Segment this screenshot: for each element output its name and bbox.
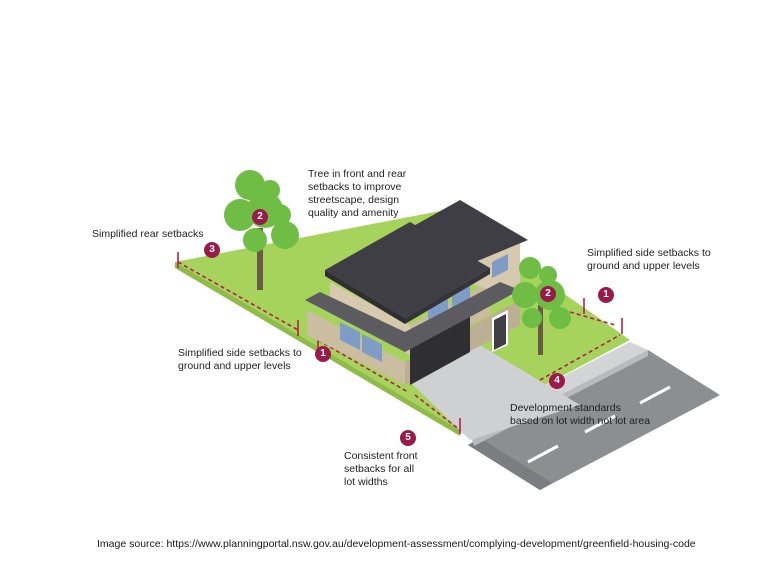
callout-tree: Tree in front and rear setbacks to impro… — [308, 168, 407, 219]
badge-side-setbacks-left: 1 — [315, 346, 331, 362]
driveway — [410, 345, 580, 440]
road — [468, 350, 720, 490]
image-source-caption: Image source: https://www.planningportal… — [97, 538, 696, 550]
callout-front-setbacks: Consistent front setbacks for all lot wi… — [344, 450, 418, 488]
badge-rear-setbacks: 3 — [204, 242, 220, 258]
badge-development-standards: 4 — [549, 373, 565, 389]
callout-side-setbacks-right: Simplified side setbacks to ground and u… — [587, 247, 711, 272]
house — [305, 200, 528, 385]
callout-side-setbacks-left: Simplified side setbacks to ground and u… — [178, 347, 302, 372]
callout-development-standards: Development standards based on lot width… — [510, 402, 651, 427]
badge-tree-front: 2 — [540, 286, 556, 302]
callout-rear-setbacks: Simplified rear setbacks — [92, 228, 204, 240]
setback-lines — [177, 252, 623, 434]
front-tree — [512, 257, 571, 355]
badge-side-setbacks-right: 1 — [598, 287, 614, 303]
badge-tree-rear: 2 — [252, 209, 268, 225]
badge-front-setbacks: 5 — [400, 430, 416, 446]
